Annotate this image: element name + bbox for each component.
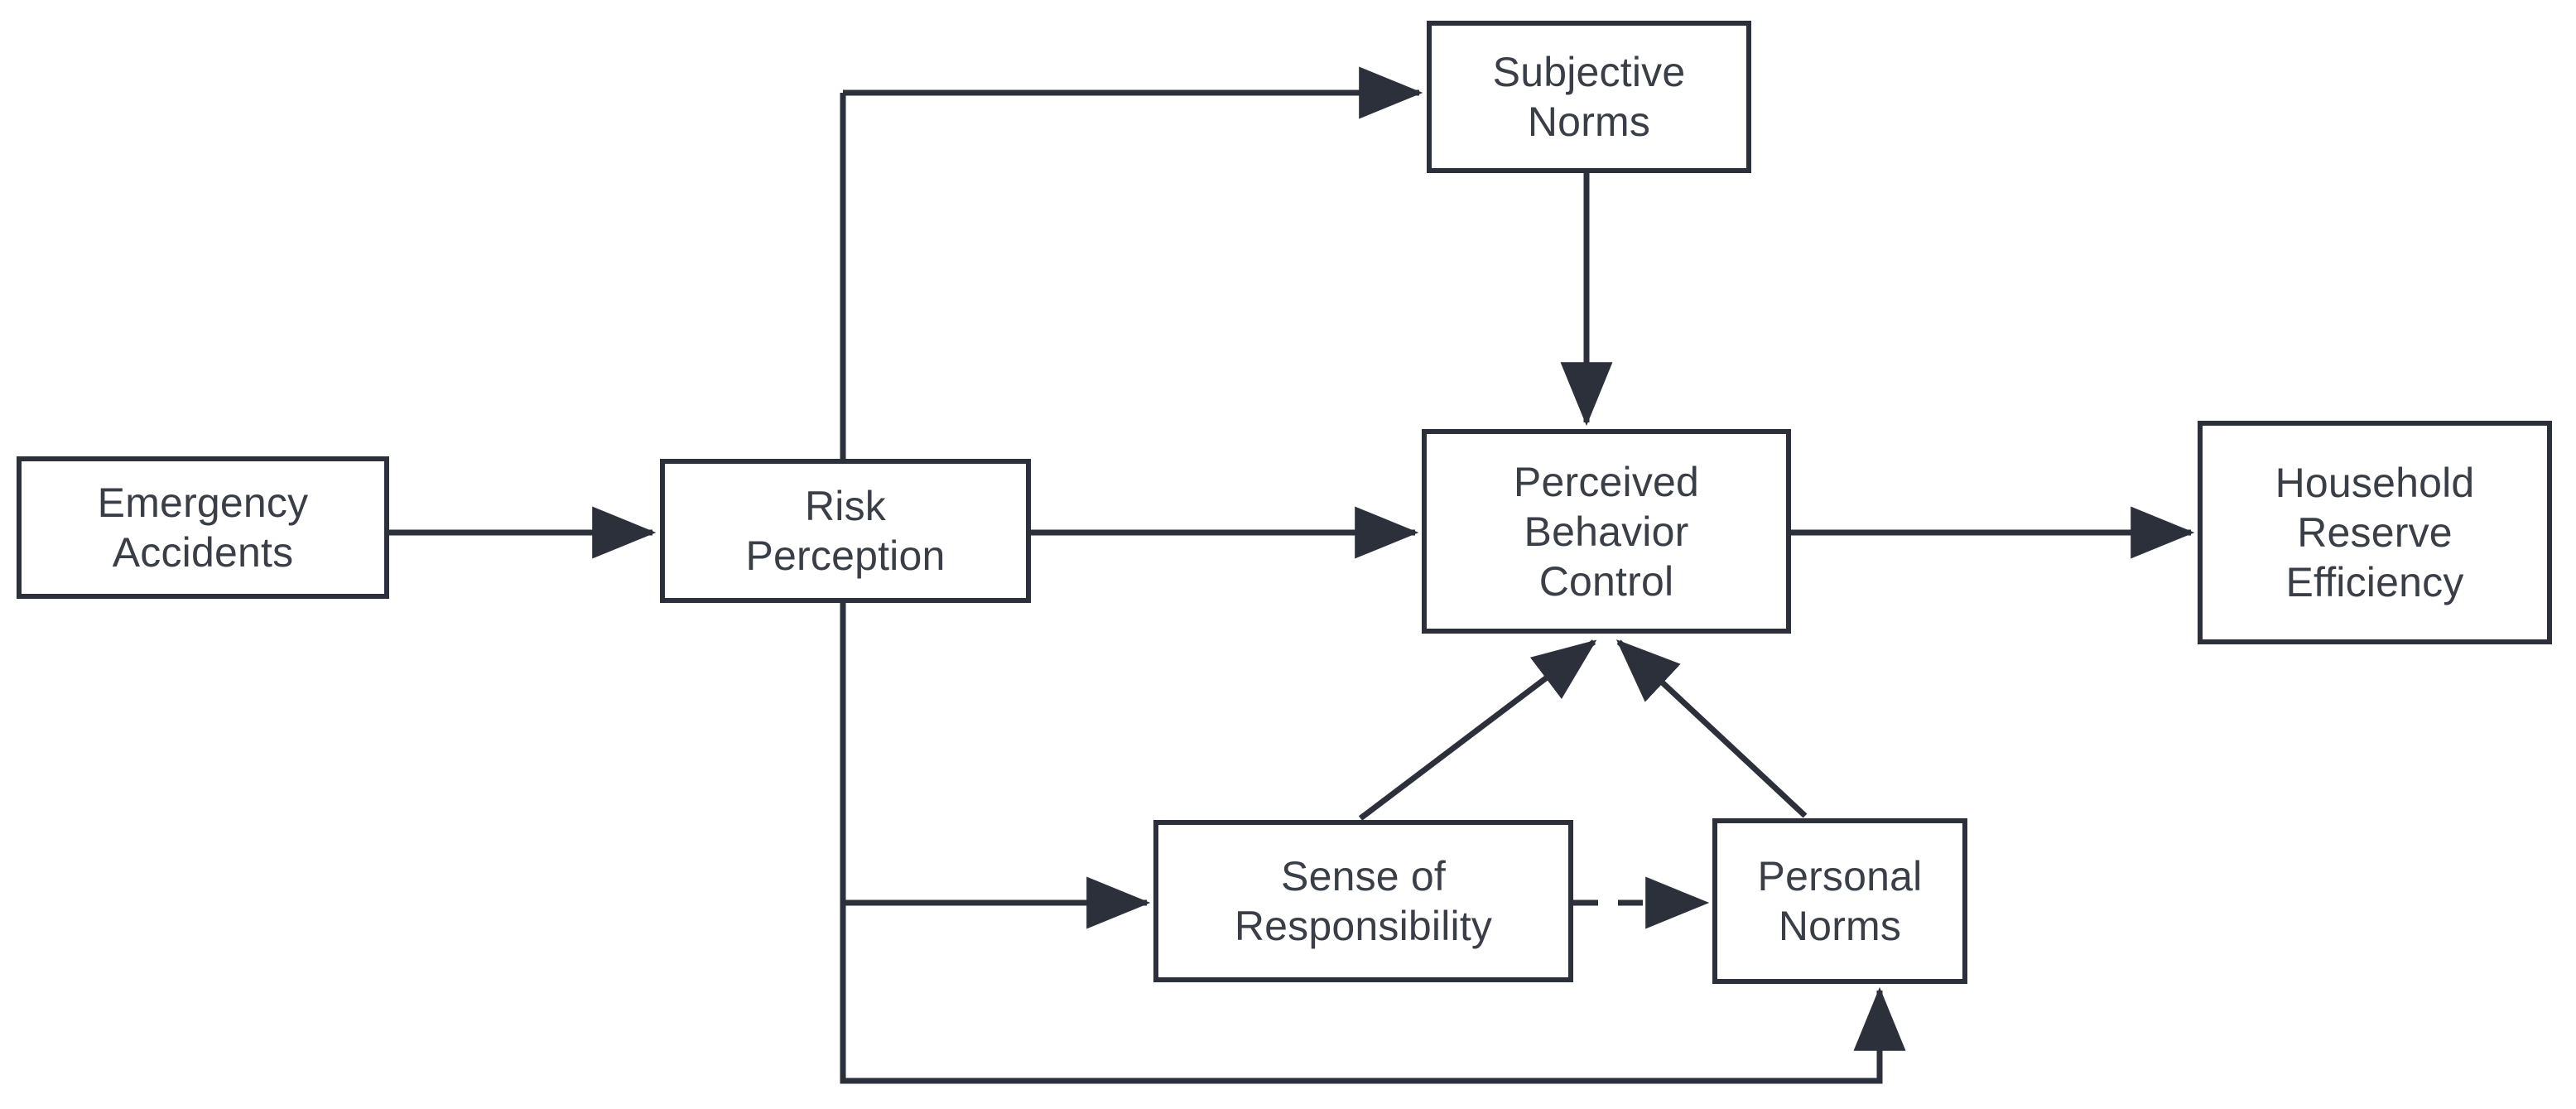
node-risk-perception[interactable]: Risk Perception [660,459,1031,603]
node-subjective-norms[interactable]: Subjective Norms [1427,21,1751,173]
node-label-household-reserve-efficiency: Household Reserve Efficiency [2275,460,2475,605]
edge-personal-norms-to-pbc [1615,639,1808,818]
node-emergency-accidents[interactable]: Emergency Accidents [17,456,389,599]
node-label-personal-norms: Personal Norms [1757,853,1923,949]
node-perceived-behavior-control[interactable]: Perceived Behavior Control [1422,429,1791,634]
node-household-reserve-efficiency[interactable]: Household Reserve Efficiency [2198,421,2552,644]
node-label-sense-of-responsibility: Sense of Responsibility [1234,853,1493,949]
node-label-emergency-accidents: Emergency Accidents [97,480,309,576]
edge-sense-of-responsibility-to-pbc [1358,639,1597,821]
node-personal-norms[interactable]: Personal Norms [1712,818,1967,984]
node-label-risk-perception: Risk Perception [745,483,946,579]
node-label-perceived-behavior-control: Perceived Behavior Control [1513,458,1700,605]
node-sense-of-responsibility[interactable]: Sense of Responsibility [1153,820,1573,982]
node-label-subjective-norms: Subjective Norms [1492,49,1686,145]
